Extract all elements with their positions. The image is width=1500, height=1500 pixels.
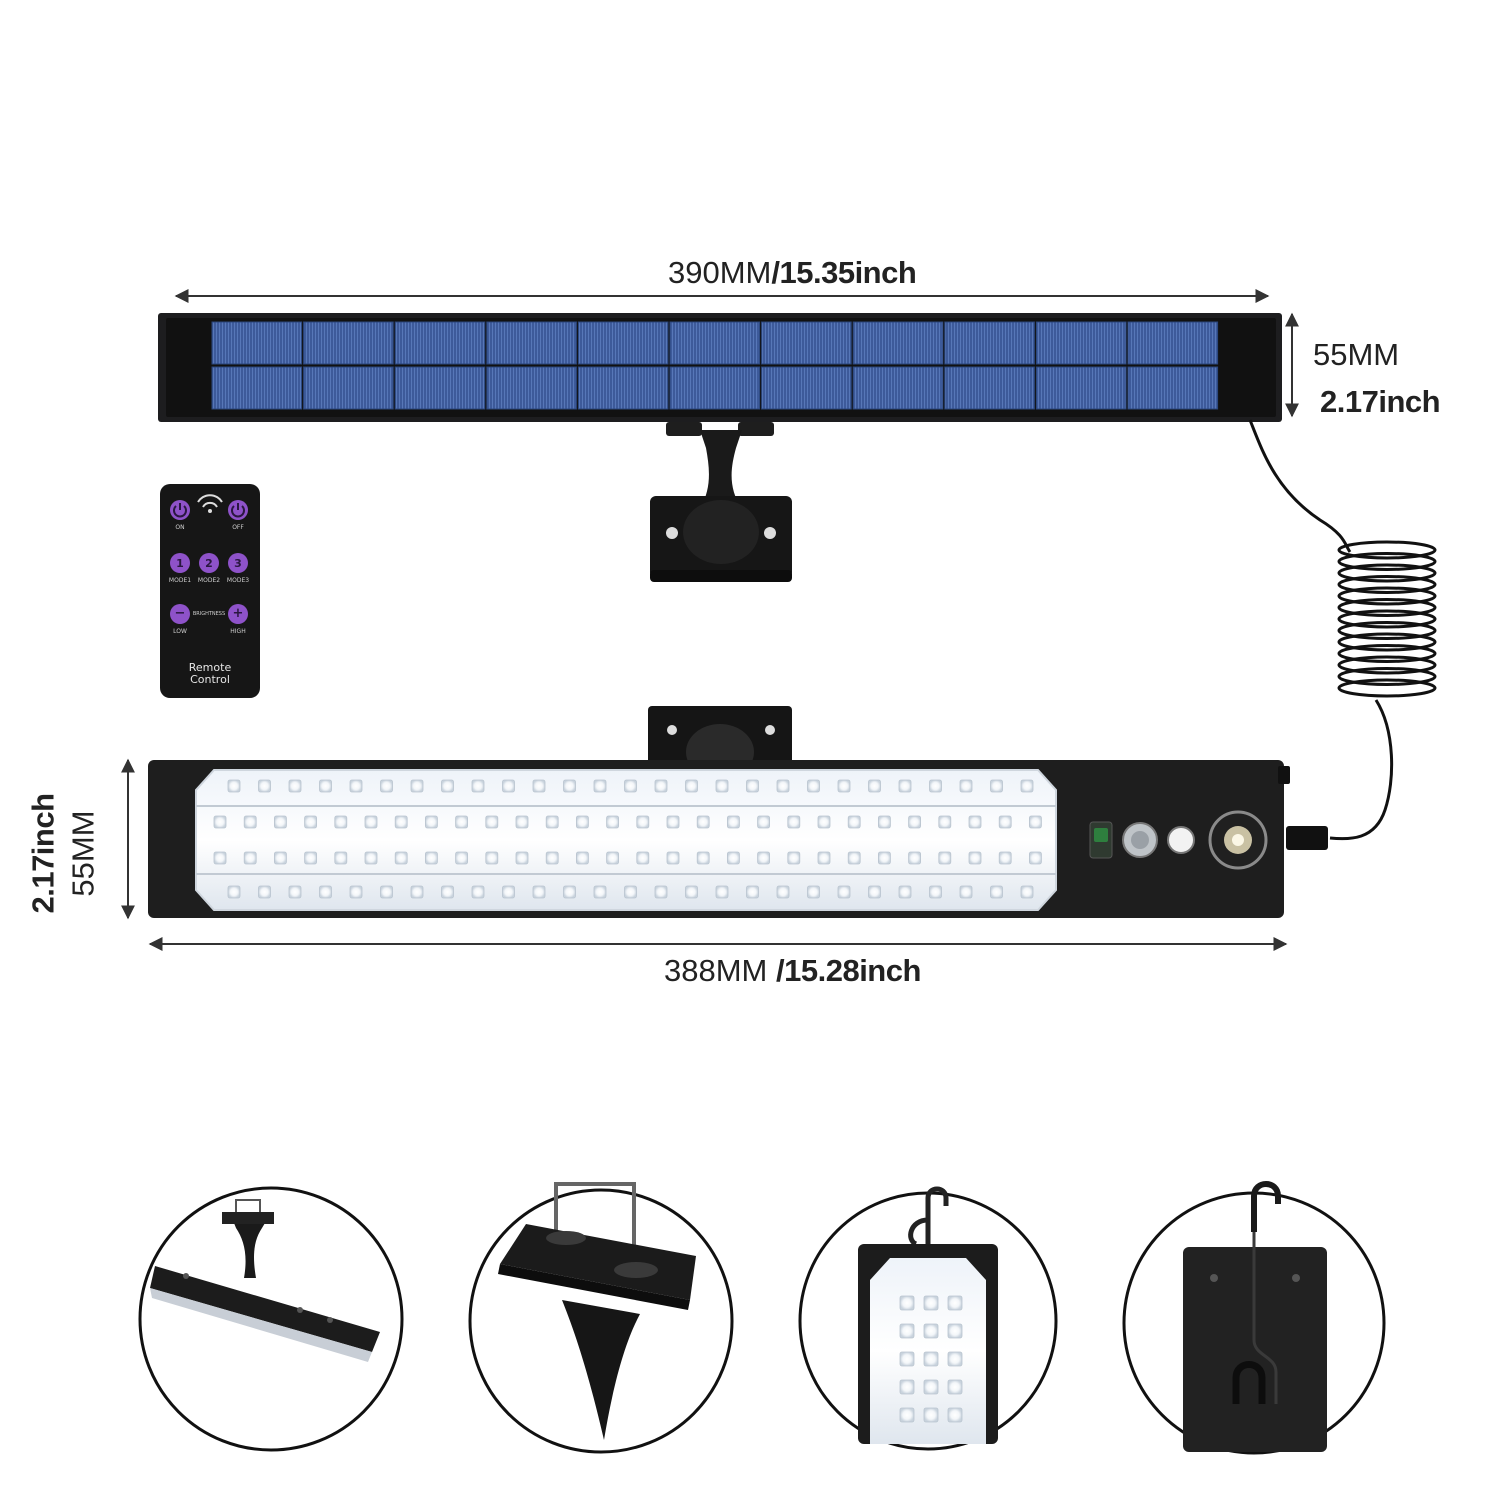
panel-width-label: 390MM/15.35inch [668, 255, 917, 290]
remote-high-button[interactable] [228, 604, 248, 624]
remote-low-button[interactable] [170, 604, 190, 624]
remote-high-key: + [232, 606, 244, 621]
remote-mode3-key: 3 [234, 557, 242, 570]
remote-on-label: ON [175, 524, 185, 531]
light-sensor [1167, 826, 1195, 854]
install-view-bracket [138, 1186, 404, 1452]
remote-mode1-button[interactable] [170, 553, 190, 573]
led-lamp [148, 760, 1290, 918]
remote-mode1-key: 1 [176, 557, 184, 570]
lamp-width-label: 388MM /15.28inch [664, 953, 921, 988]
remote-mode2-label: MODE2 [197, 577, 221, 584]
coiled-cable [1248, 419, 1437, 850]
remote-mode3-label: MODE3 [226, 577, 250, 584]
remote-mode2-key: 2 [205, 557, 213, 570]
remote-on-button[interactable] [170, 500, 190, 520]
remote-mode3-button[interactable] [228, 553, 248, 573]
solar-cells [211, 321, 1219, 410]
led-array [213, 779, 1042, 899]
panel-mount-bracket [650, 422, 792, 582]
remote-high-label: HIGH [230, 628, 246, 635]
remote-control [160, 484, 260, 698]
remote-low-label: LOW [173, 628, 187, 635]
remote-off-label: OFF [232, 524, 244, 531]
lamp-height-mm-label: 55MM [65, 810, 101, 897]
remote-off-button[interactable] [228, 500, 248, 520]
remote-mode2-button[interactable] [199, 553, 219, 573]
remote-mode1-label: MODE1 [168, 577, 192, 584]
lamp-height-inch-label: 2.17inch [25, 793, 61, 914]
panel-height-mm-label: 55MM [1313, 337, 1400, 372]
install-view-hook-back [1122, 1181, 1386, 1455]
solar-panel [158, 313, 1282, 422]
remote-title: Remote Control [188, 661, 232, 686]
install-view-stake [468, 1182, 734, 1454]
remote-brightness-label: BRIGHTNESS [192, 611, 226, 617]
panel-height-inch-label: 2.17inch [1320, 384, 1441, 419]
remote-low-key: − [174, 606, 186, 621]
install-view-hook-front [798, 1186, 1058, 1451]
